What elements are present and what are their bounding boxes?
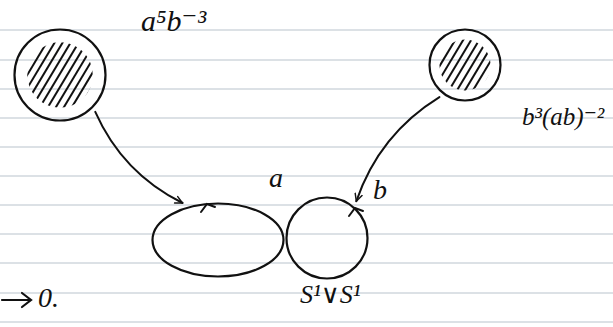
circle-loop: b	[285, 196, 369, 280]
node-label: b³(ab)⁻²	[522, 104, 604, 129]
node-outline	[285, 196, 369, 280]
node-outline	[151, 202, 285, 278]
math-label: S¹∨S¹	[300, 282, 361, 308]
node-label: a⁵b⁻³	[141, 6, 206, 36]
node-label: b	[373, 176, 387, 204]
map-arrow	[95, 112, 182, 203]
node-outline	[428, 28, 502, 102]
node-outline	[13, 28, 107, 122]
shaded-disk: b³(ab)⁻²	[428, 28, 502, 102]
map-arrow	[356, 97, 439, 201]
circle-loop: a	[151, 202, 285, 278]
math-label: 0.	[38, 284, 59, 312]
node-label: a	[269, 164, 283, 192]
map-arrow	[2, 293, 31, 307]
shaded-disk: a⁵b⁻³	[13, 28, 107, 122]
